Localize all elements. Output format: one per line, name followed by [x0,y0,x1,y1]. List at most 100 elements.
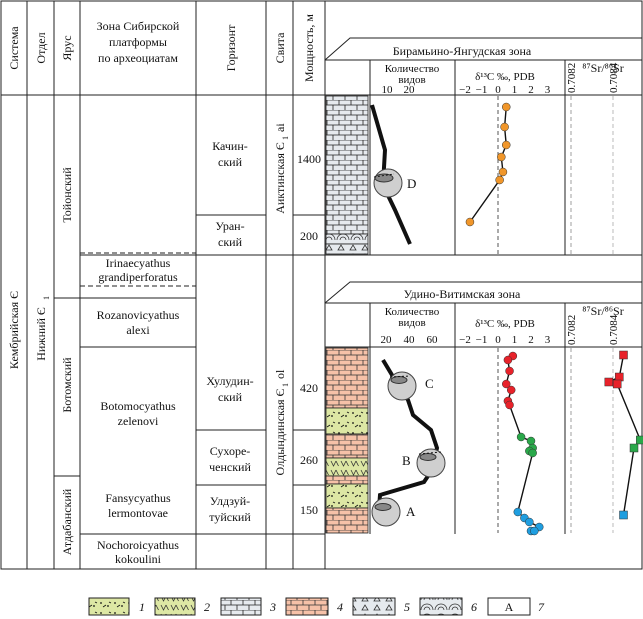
horizon-uran-1: Уран- [215,219,244,233]
fossil-A: A [371,497,416,527]
stage-toyon: Тойонский [60,167,74,223]
header-zone-3: по археоциатам [98,51,178,65]
stage-botom: Ботомский [60,357,74,413]
carbon-tick-label: 1 [512,84,518,96]
lower-sr-series [604,350,643,520]
formation-oldonda-tail: ol [273,369,287,379]
sr-tick-label: 0.7084 [608,314,620,345]
header-zone-2: платформы [109,35,167,49]
department-value-sub: 1 [42,296,51,300]
marker-C: C [425,376,434,391]
data-point [502,140,511,150]
lower-species-tick-20: 20 [381,334,393,346]
formation-oldonda-sub: 1 [281,383,290,387]
horizon-kachin-1: Качин- [212,139,248,153]
data-point [498,167,508,177]
zone-fansycyathus-1: Fansycyathus [105,491,171,505]
department-value-text: Нижний Є [34,307,48,361]
upper-species-tick-20: 20 [404,84,416,96]
upper-sr-label: ⁸⁷Sr/⁸⁶Sr [582,61,623,75]
thickness-200: 200 [300,229,318,243]
lower-sr-label: ⁸⁷Sr/⁸⁶Sr [582,304,623,318]
data-point [506,385,516,395]
zone-nochoroicyathus-2: kokoulini [115,552,162,566]
horizon-uldzuy-1: Улдзуй- [210,494,250,508]
sr-tick-label: 0.7084 [608,62,620,93]
lower-species-label-1: Количество [385,306,440,318]
lower-zone-title: Удино-Витимская зона [404,287,521,301]
horizon-khuludin-2: ский [218,390,243,404]
horizon-khuludin-1: Хулудин- [206,374,253,388]
lower-carbon-series [502,351,544,536]
carbon-tick-label: 0 [495,84,501,96]
isotope-line [469,106,507,223]
marker-B: B [402,453,411,468]
data-point [513,507,523,517]
header-system: Система [7,26,21,70]
header-horizon: Горизонт [224,24,238,71]
upper-species-label-1: Количество [385,63,440,75]
sr-tick-label: 0.7082 [566,63,578,93]
data-point [495,175,504,185]
lower-species-label-2: видов [398,317,425,329]
data-point [525,517,534,527]
lower-species-tick-40: 40 [404,334,416,346]
thickness-1400: 1400 [297,152,321,166]
zone-nochoroicyathus-1: Nochoroicyathus [97,538,179,552]
formation-oldonda: Олдындинская Є 1 ol [273,369,290,475]
legend-item-2: 2 [154,597,210,616]
legend-label-6: 6 [471,600,477,614]
upper-species-label-2: видов [398,74,425,86]
sr-tick-label: 0.7082 [566,315,578,345]
data-point [528,448,537,458]
data-point [629,443,639,453]
zone-irinaecyathus-1: Irinaecyathus [106,256,171,270]
data-point [526,436,536,446]
formation-oldonda-text: Олдындинская Є [273,388,287,475]
legend-item-4: 4 [285,597,343,616]
zone-fansycyathus-2: lermontovae [108,506,168,520]
data-point [505,366,514,376]
table-grid [0,0,643,570]
carbon-tick-label: −2 [459,84,471,96]
formation-aikta-tail: ai [273,123,287,132]
data-point [505,400,514,410]
lower-carbon-label: δ¹³C ‰, PDB [475,318,535,330]
upper-carbon-series [465,102,511,227]
data-point [516,432,526,442]
legend-label-1: 1 [139,600,145,614]
formation-aikta-text: Аиктинская Є [273,142,287,214]
carbon-tick-label: 1 [512,334,518,346]
carbon-tick-label: −1 [476,84,488,96]
lower-species-tick-60: 60 [427,334,439,346]
carbon-tick-label: 3 [545,334,551,346]
horizon-sukhorechen-1: Сухоре- [210,444,251,458]
isotope-line [606,354,642,516]
horizon-sukhorechen-2: ченский [209,460,251,474]
legend-item-6: 6 [419,597,477,616]
legend-label-7: 7 [538,600,545,614]
fossil-D: D [373,168,416,198]
legend-item-1: 1 [88,597,145,616]
upper-species-tick-10: 10 [382,84,394,96]
thickness-420: 420 [300,381,318,395]
carbon-tick-label: 0 [495,334,501,346]
legend-item-3: 3 [220,597,276,616]
data-point [612,379,622,389]
thickness-260: 260 [300,453,318,467]
zone-botomocyathus-2: zelenovi [118,414,159,428]
thickness-150: 150 [300,503,318,517]
carbon-tick-label: 2 [528,334,534,346]
system-value: Кембрийская Є [7,291,21,369]
lithology-lower [325,347,369,534]
header-thickness: Мощность, м [302,14,316,82]
legend-label-5: 5 [404,600,410,614]
data-point [465,217,475,227]
data-point [619,510,628,520]
legend-label-2: 2 [204,600,210,614]
